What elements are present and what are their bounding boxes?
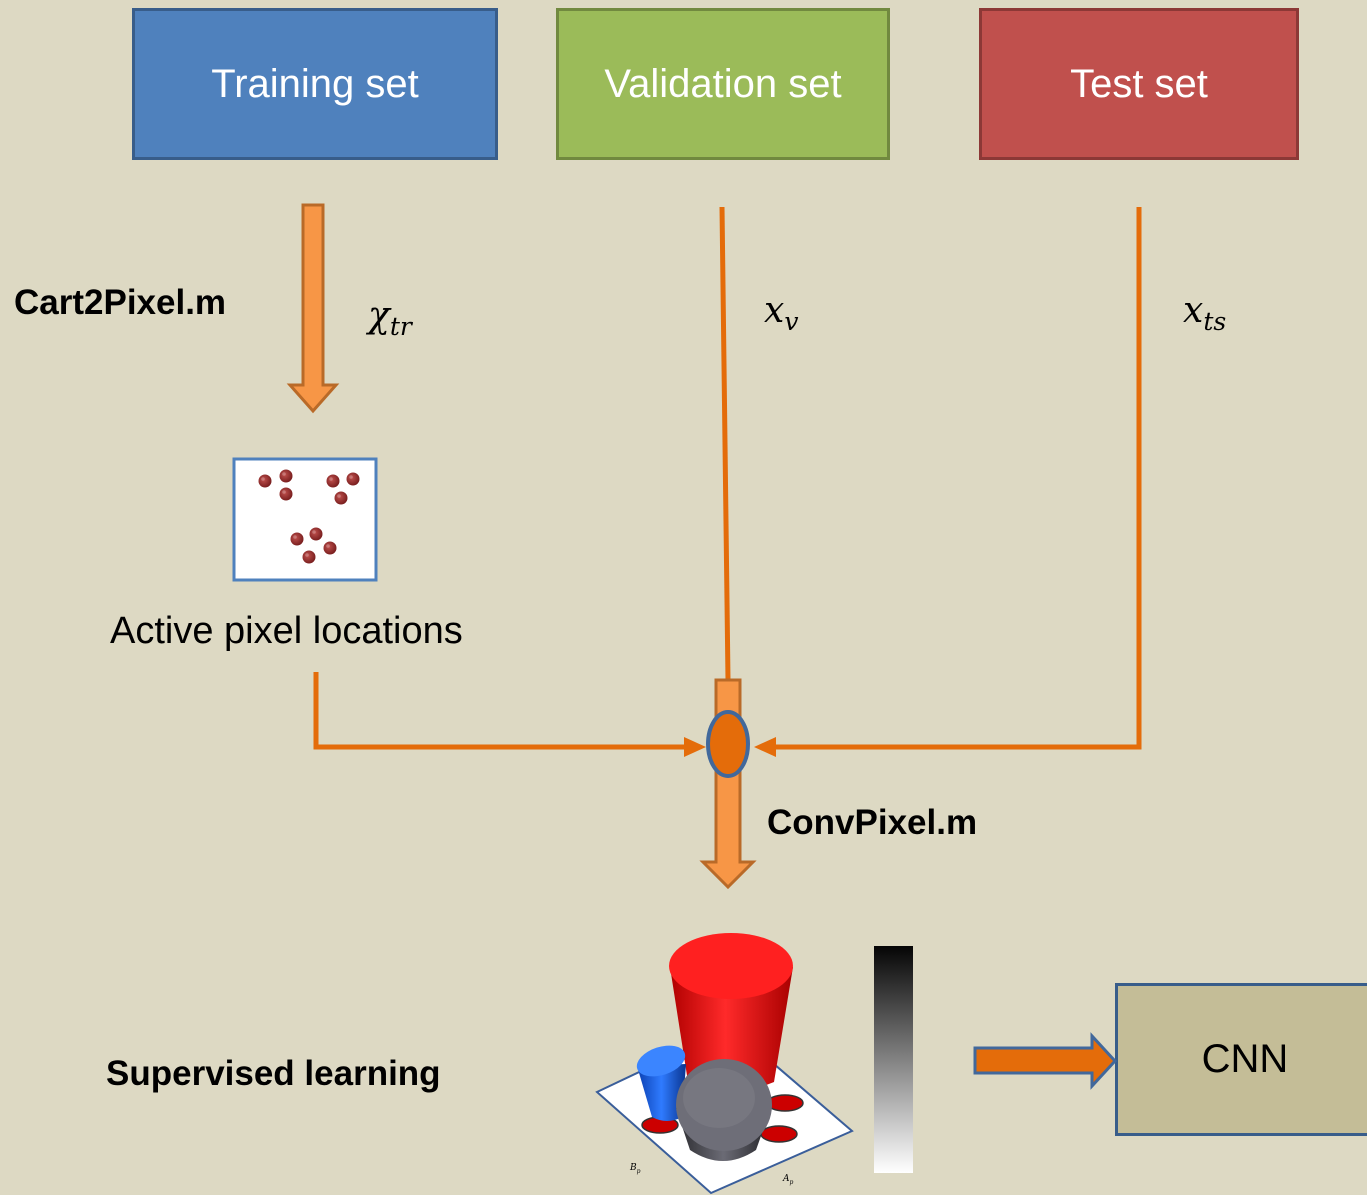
validation-line [719,206,731,681]
training-set-label: Training set [211,61,419,106]
grayscale-colorbar [874,946,913,1173]
test-arrowhead [754,737,776,757]
active-pixel-caption: Active pixel locations [110,610,463,652]
pixel-3d-plot: Bp Ap [595,933,854,1195]
active-pixel-line [313,672,686,750]
convpixel-label: ConvPixel.m [767,803,978,842]
cnn-box: CNN [1115,983,1367,1136]
cnn-label: CNN [1201,1037,1289,1081]
training-set-box: Training set [132,8,498,160]
active-pixel-arrowhead [684,737,706,757]
active-pixel-image [232,457,378,582]
chi-tr-label: χtr [368,295,412,341]
x-ts-label: xts [1183,290,1227,336]
convpixel-arrow [699,678,757,890]
validation-set-box: Validation set [556,8,890,160]
test-line [772,207,1142,750]
test-set-box: Test set [979,8,1299,160]
x-v-label: xv [764,290,799,336]
merge-node [706,710,750,778]
validation-set-label: Validation set [604,61,842,106]
cart2pixel-label: Cart2Pixel.m [14,283,227,322]
test-set-label: Test set [1070,61,1208,106]
cart2pixel-arrow [286,203,340,414]
axis-a-label: Ap [782,1174,794,1186]
cnn-arrow [973,1032,1118,1090]
axis-b-label: Bp [629,1163,641,1175]
supervised-learning-label: Supervised learning [106,1054,441,1093]
